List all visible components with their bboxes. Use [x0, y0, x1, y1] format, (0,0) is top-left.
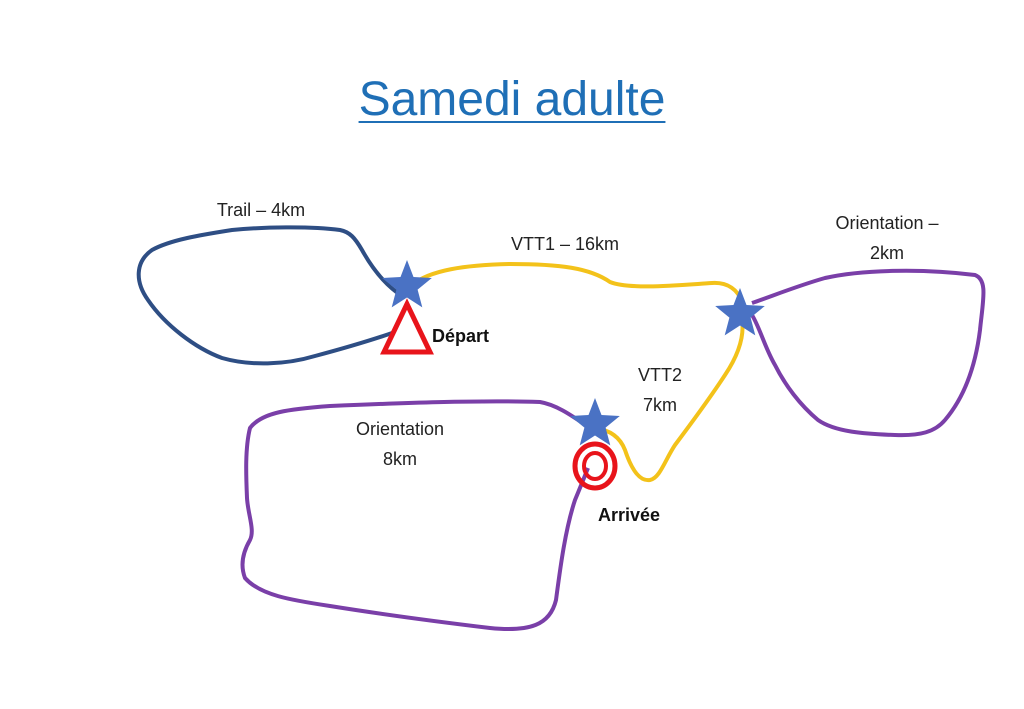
vtt2-route — [593, 318, 745, 483]
start-label: Départ — [432, 326, 490, 346]
triangle-start-icon — [380, 298, 434, 355]
trail-loop — [136, 225, 404, 366]
orientation-large-label: Orientation 8km — [355, 419, 445, 469]
page-title: Samedi adulte — [358, 73, 666, 126]
orientation-small-loop — [750, 268, 986, 438]
trail-label: Trail – 4km — [216, 200, 306, 220]
star-checkpoint-icon — [570, 398, 620, 446]
finish-label: Arrivée — [598, 505, 661, 525]
vtt1-label: VTT1 – 16km — [510, 234, 620, 254]
target-finish-icon — [572, 441, 618, 491]
orientation-small-label: Orientation – 2km — [835, 213, 939, 263]
star-checkpoint-icon — [715, 288, 765, 336]
vtt2-label: VTT2 7km — [637, 365, 682, 415]
star-checkpoint-icon — [382, 260, 432, 308]
orientation-large-loop — [240, 399, 592, 632]
vtt1-route — [410, 261, 744, 304]
